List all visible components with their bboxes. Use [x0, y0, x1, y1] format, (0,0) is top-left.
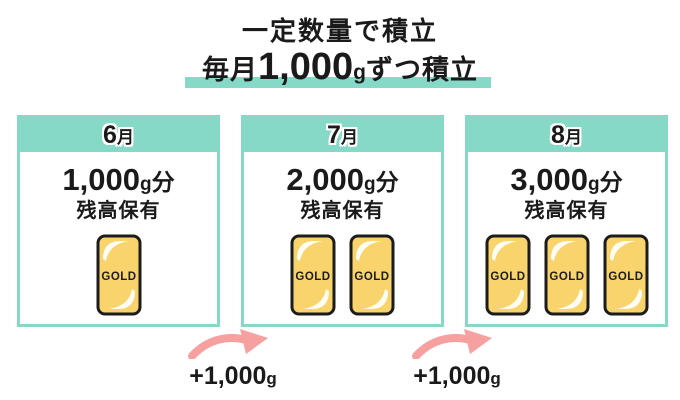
- balance-amount: 1,000 g 分: [20, 162, 217, 198]
- increase-unit: g: [490, 369, 501, 388]
- subtitle-suffix: ずつ積立: [365, 55, 478, 85]
- increase-arrow-group-2: +1,000 g: [392, 329, 522, 391]
- gold-bars: GOLD GOLD GOLD: [468, 234, 665, 316]
- month-label: 8 月: [551, 121, 582, 150]
- month-card-july: 7 月 2,000 g 分 残高保有 GOLD GOLD: [241, 115, 444, 327]
- balance-amount-number: 1,000: [62, 162, 140, 197]
- balance-amount-suffix: 分: [599, 169, 623, 195]
- month-cards-row: 6 月 1,000 g 分 残高保有 GOLD 7: [17, 115, 668, 327]
- month-card-header: 8 月: [468, 118, 665, 152]
- holding-label: 残高保有: [524, 199, 609, 222]
- subtitle-text: 毎月 1,000 g ずつ積立: [202, 46, 478, 89]
- gold-bar-icon: GOLD: [603, 234, 648, 316]
- month-kanji: 月: [564, 127, 582, 147]
- month-card-header: 7 月: [244, 118, 441, 152]
- balance-amount-suffix: 分: [375, 169, 399, 195]
- increase-label: +1,000 g: [392, 362, 522, 391]
- increase-amount: +1,000: [413, 362, 491, 390]
- increase-amount: +1,000: [189, 362, 267, 390]
- month-card-body: 2,000 g 分 残高保有 GOLD GOLD: [244, 152, 441, 316]
- subtitle-unit: g: [353, 61, 366, 84]
- month-card-header: 6 月: [20, 118, 217, 152]
- month-label: 7 月: [327, 121, 358, 150]
- increase-label: +1,000 g: [168, 362, 298, 391]
- svg-text:GOLD: GOLD: [549, 271, 584, 283]
- month-label: 6 月: [103, 121, 134, 150]
- month-number: 8: [551, 120, 565, 149]
- balance-amount: 3,000 g 分: [468, 162, 665, 198]
- gold-bar-icon: GOLD: [290, 234, 336, 316]
- balance-amount-unit: g: [139, 174, 152, 195]
- month-card-june: 6 月 1,000 g 分 残高保有 GOLD: [17, 115, 220, 327]
- holding-label: 残高保有: [76, 199, 161, 222]
- svg-text:GOLD: GOLD: [490, 271, 525, 283]
- balance-amount-unit: g: [587, 174, 600, 195]
- svg-text:GOLD: GOLD: [295, 271, 330, 283]
- month-number: 6: [103, 120, 117, 149]
- month-card-august: 8 月 3,000 g 分 残高保有 GOLD GOLD GOLD: [465, 115, 668, 327]
- gold-bars: GOLD: [20, 234, 217, 316]
- month-card-body: 1,000 g 分 残高保有 GOLD: [20, 152, 217, 316]
- subtitle-highlight-bar: [185, 77, 491, 88]
- month-card-body: 3,000 g 分 残高保有 GOLD GOLD GOLD: [468, 152, 665, 316]
- gold-bar-icon: GOLD: [544, 234, 589, 316]
- holding-label: 残高保有: [300, 199, 385, 222]
- svg-text:GOLD: GOLD: [608, 271, 643, 283]
- gold-bar-icon: GOLD: [485, 234, 530, 316]
- increase-unit: g: [266, 369, 277, 388]
- gold-bar-icon: GOLD: [349, 234, 395, 316]
- increase-arrow-group-1: +1,000 g: [168, 329, 298, 391]
- gold-bar-icon: GOLD: [96, 234, 141, 316]
- balance-amount-number: 3,000: [510, 162, 588, 197]
- balance-amount-suffix: 分: [151, 169, 175, 195]
- balance-amount-number: 2,000: [286, 162, 364, 197]
- svg-text:GOLD: GOLD: [354, 271, 389, 283]
- month-number: 7: [327, 120, 341, 149]
- subtitle: 毎月 1,000 g ずつ積立: [185, 46, 491, 89]
- balance-amount-unit: g: [363, 174, 376, 195]
- curved-arrow-icon: [412, 329, 492, 359]
- subtitle-prefix: 毎月: [202, 55, 259, 85]
- balance-amount: 2,000 g 分: [244, 162, 441, 198]
- svg-text:GOLD: GOLD: [101, 271, 136, 283]
- month-kanji: 月: [116, 127, 134, 147]
- page-title: 一定数量で積立: [241, 16, 438, 46]
- gold-bars: GOLD GOLD: [244, 234, 441, 316]
- month-kanji: 月: [340, 127, 358, 147]
- subtitle-amount: 1,000: [258, 46, 354, 88]
- curved-arrow-icon: [188, 329, 268, 359]
